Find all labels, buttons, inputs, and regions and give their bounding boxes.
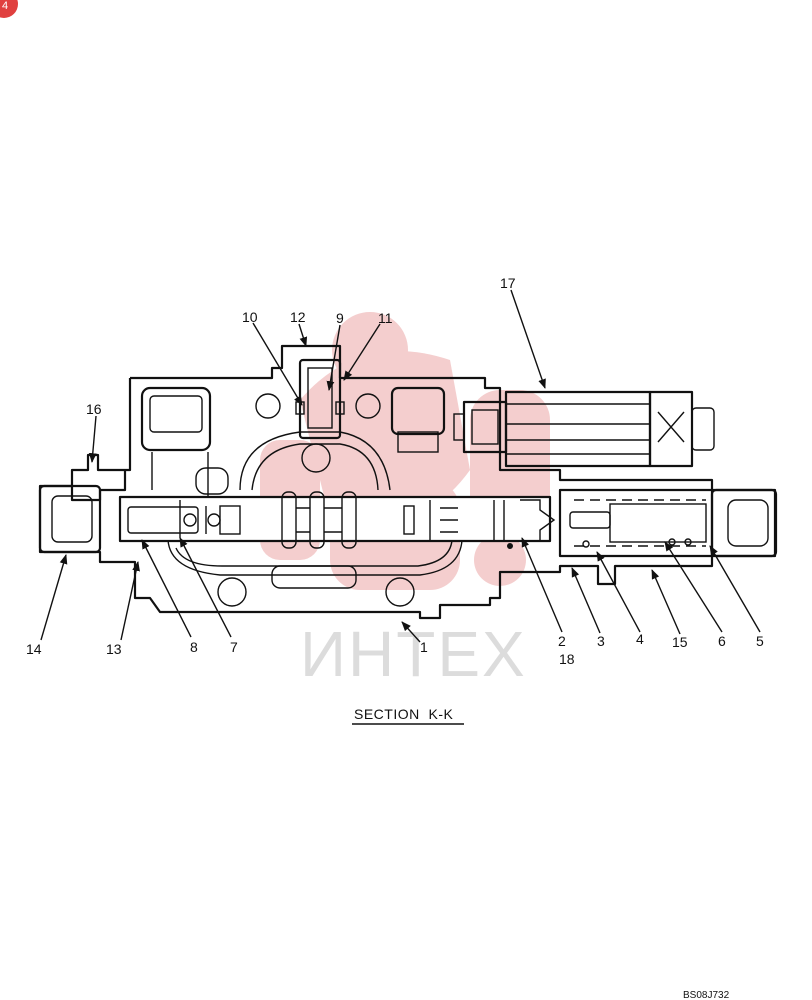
callout-6: 6	[718, 633, 726, 649]
callout-15: 15	[672, 634, 688, 650]
section-caption: SECTION K-K	[352, 706, 464, 725]
callout-1: 1	[420, 639, 428, 655]
callout-2: 2	[558, 633, 566, 649]
badge-text: 4	[2, 0, 8, 12]
callout-18: 18	[559, 651, 575, 667]
callout-16: 16	[86, 401, 102, 417]
callout-13: 13	[106, 641, 122, 657]
callout-3: 3	[597, 633, 605, 649]
valve-body	[38, 344, 778, 620]
watermark-text: ИНТЕХ	[300, 618, 527, 690]
callout-10: 10	[242, 309, 258, 325]
solenoid	[453, 390, 715, 468]
callout-11: 11	[378, 310, 393, 326]
callout-7: 7	[230, 639, 238, 655]
callout-labels: 17 10 12 9 11 16 14 13 8 7 1 2 18 3 4 15…	[26, 275, 764, 667]
callout-17: 17	[500, 275, 516, 291]
callout-9: 9	[336, 310, 344, 326]
callout-12: 12	[290, 309, 306, 325]
spool	[118, 491, 556, 549]
drawing-code: BS08J732	[683, 990, 730, 1000]
callout-5: 5	[756, 633, 764, 649]
callout-4: 4	[636, 631, 644, 647]
callout-8: 8	[190, 639, 198, 655]
leader-lines	[40, 289, 761, 643]
callout-14: 14	[26, 641, 42, 657]
spring-cap	[558, 488, 714, 558]
caption-text: SECTION K-K	[354, 706, 454, 722]
corner-badge: 4	[0, 0, 18, 18]
